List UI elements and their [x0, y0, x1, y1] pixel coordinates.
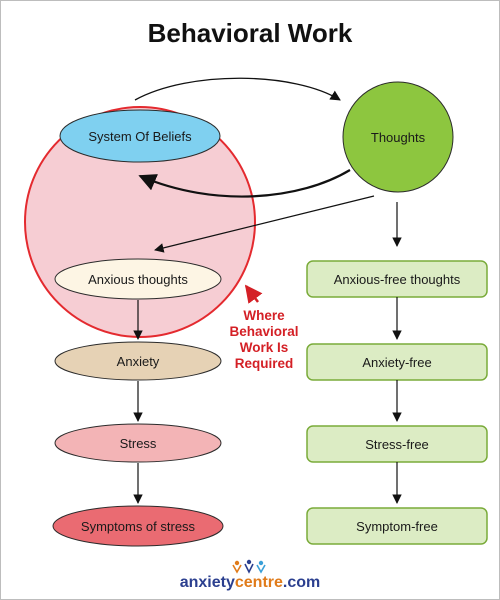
logo-wordmark: anxietycentre.com: [180, 574, 321, 591]
callout-line-4: Required: [235, 356, 294, 371]
beliefs-label: System Of Beliefs: [88, 129, 192, 144]
stress-label: Stress: [120, 436, 157, 451]
thoughts-to-anxious-arrow: [154, 195, 375, 253]
thoughts-to-beliefs-arrow: [138, 169, 351, 198]
thoughts-node: [342, 81, 454, 193]
symptoms-node: [52, 505, 224, 547]
beliefs-node: [59, 109, 221, 163]
callout-line-2: Behavioral: [229, 324, 298, 339]
callout-line-3: Work Is: [240, 340, 289, 355]
logo-part-1: anxiety: [180, 574, 235, 591]
stress-free-label: Stress-free: [365, 437, 429, 452]
beliefs-to-thoughts-arrow: [134, 77, 341, 101]
behavioral-work-callout: Where Behavioral Work Is Required: [229, 308, 298, 371]
anxious-thoughts-node: [54, 258, 222, 300]
thoughts-label: Thoughts: [371, 130, 426, 145]
page-title: Behavioral Work: [148, 18, 353, 48]
callout-line-1: Where: [243, 308, 285, 323]
anxiety-label: Anxiety: [117, 354, 160, 369]
logo-part-3: .com: [283, 574, 320, 591]
symptom-free-label: Symptom-free: [356, 519, 438, 534]
logo-people-icon: [232, 559, 266, 574]
anxiety-free-label: Anxiety-free: [362, 355, 431, 370]
symptoms-label: Symptoms of stress: [81, 519, 196, 534]
anxious-free-label: Anxious-free thoughts: [334, 272, 461, 287]
callout-arrow: [244, 284, 263, 304]
anxious-thoughts-label: Anxious thoughts: [88, 272, 188, 287]
anxiety-node: [54, 341, 222, 381]
stress-node: [54, 423, 222, 463]
logo-part-2: centre: [235, 574, 283, 591]
symptom-free-node: [306, 507, 488, 545]
